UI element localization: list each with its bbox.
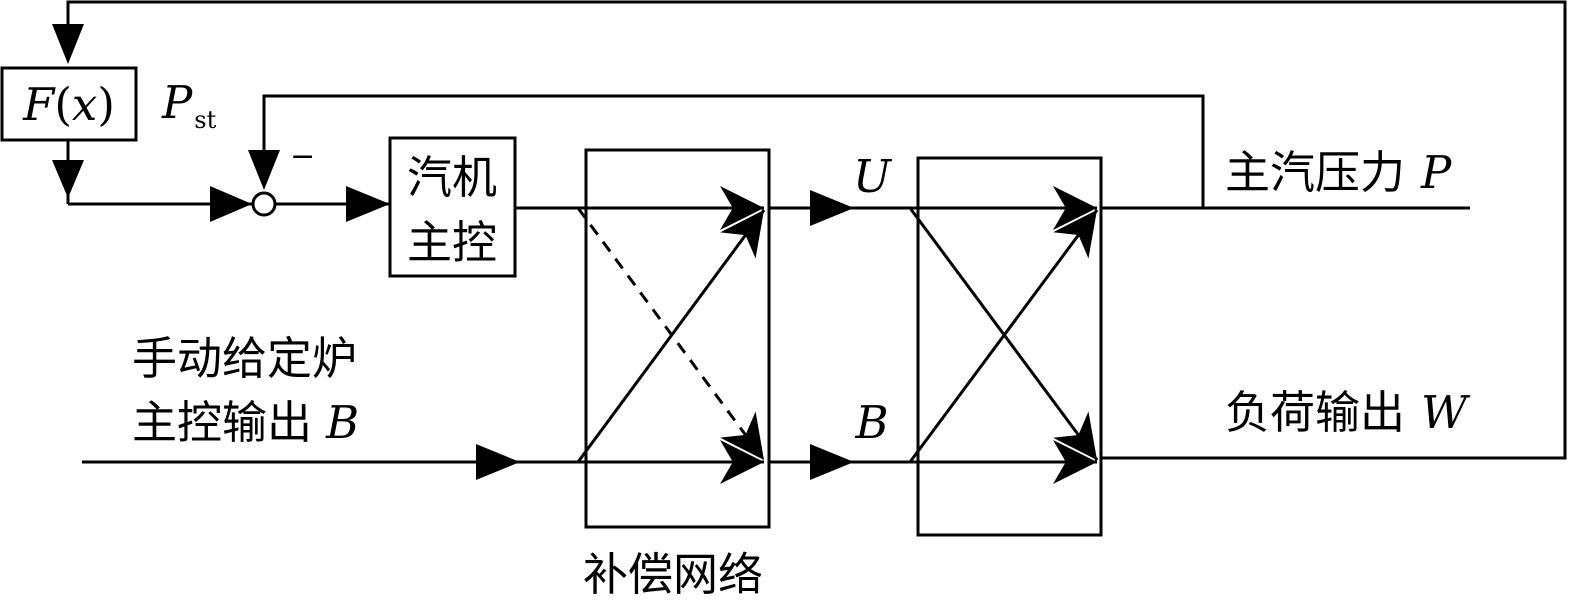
- comp-diagonal-dashed: [576, 207, 766, 461]
- pressure-feedback-wire: [262, 94, 1205, 208]
- load-feedback-wire: [66, 0, 1567, 460]
- arrow-u-signal: [810, 190, 854, 226]
- plant-diagonal-up: [908, 209, 1099, 463]
- compensation-network-block: [584, 148, 771, 529]
- u-signal-label: U: [853, 150, 893, 203]
- arrow-into-summing: [210, 186, 252, 222]
- compensation-network-caption: 补偿网络: [583, 548, 763, 601]
- summing-minus-sign: −: [290, 139, 315, 174]
- turbine-master-line1: 汽机: [407, 151, 497, 204]
- pst-label: Pst: [161, 76, 217, 134]
- arrow-into-fx: [52, 24, 84, 64]
- plant-block: [916, 156, 1103, 537]
- arrow-fx-down: [52, 160, 84, 198]
- arrow-b-signal: [810, 444, 854, 480]
- fx-block-label: F(x): [22, 78, 115, 131]
- arrow-manual-boiler: [476, 444, 520, 480]
- b-signal-label: B: [854, 396, 888, 449]
- arrow-pressure-feedback: [248, 150, 280, 190]
- turbine-master-line2: 主控: [407, 216, 497, 269]
- summing-junction: [251, 191, 277, 217]
- manual-boiler-line1: 手动给定炉: [132, 332, 357, 385]
- arrow-into-turbine-master: [346, 186, 390, 222]
